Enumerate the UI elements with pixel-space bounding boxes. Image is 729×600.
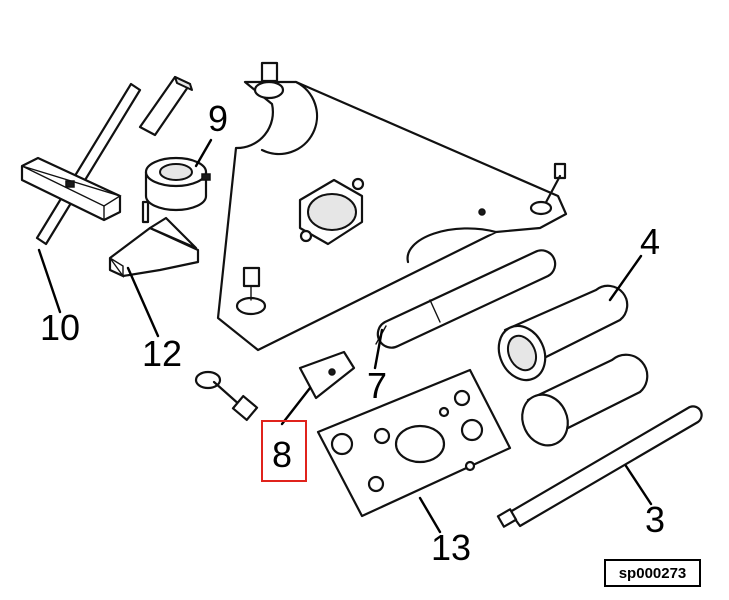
callout-8: 8 [272,434,292,475]
callout-4: 4 [640,221,660,262]
sleeve [521,353,649,447]
callout-7: 7 [367,365,387,406]
part-7-tube [375,249,557,349]
callout-9: 9 [208,98,228,139]
highlight-box-8 [261,420,307,482]
part-3-rod [496,405,703,528]
part-8-bolt [194,370,259,422]
leader-lines [37,138,653,534]
callout-12: 12 [142,333,182,374]
part-12-cross-tool [108,200,200,279]
part-4-sleeve [497,284,629,382]
callout-13: 13 [431,527,471,568]
part-13-plate [316,368,512,518]
callout-10: 10 [40,307,80,348]
part-9-collar [144,156,211,212]
callout-3: 3 [645,499,665,540]
part-10-t-handle [20,82,142,246]
base-plate [216,61,568,352]
key-bar [138,75,193,137]
reference-code-label: sp000273 [604,559,701,587]
